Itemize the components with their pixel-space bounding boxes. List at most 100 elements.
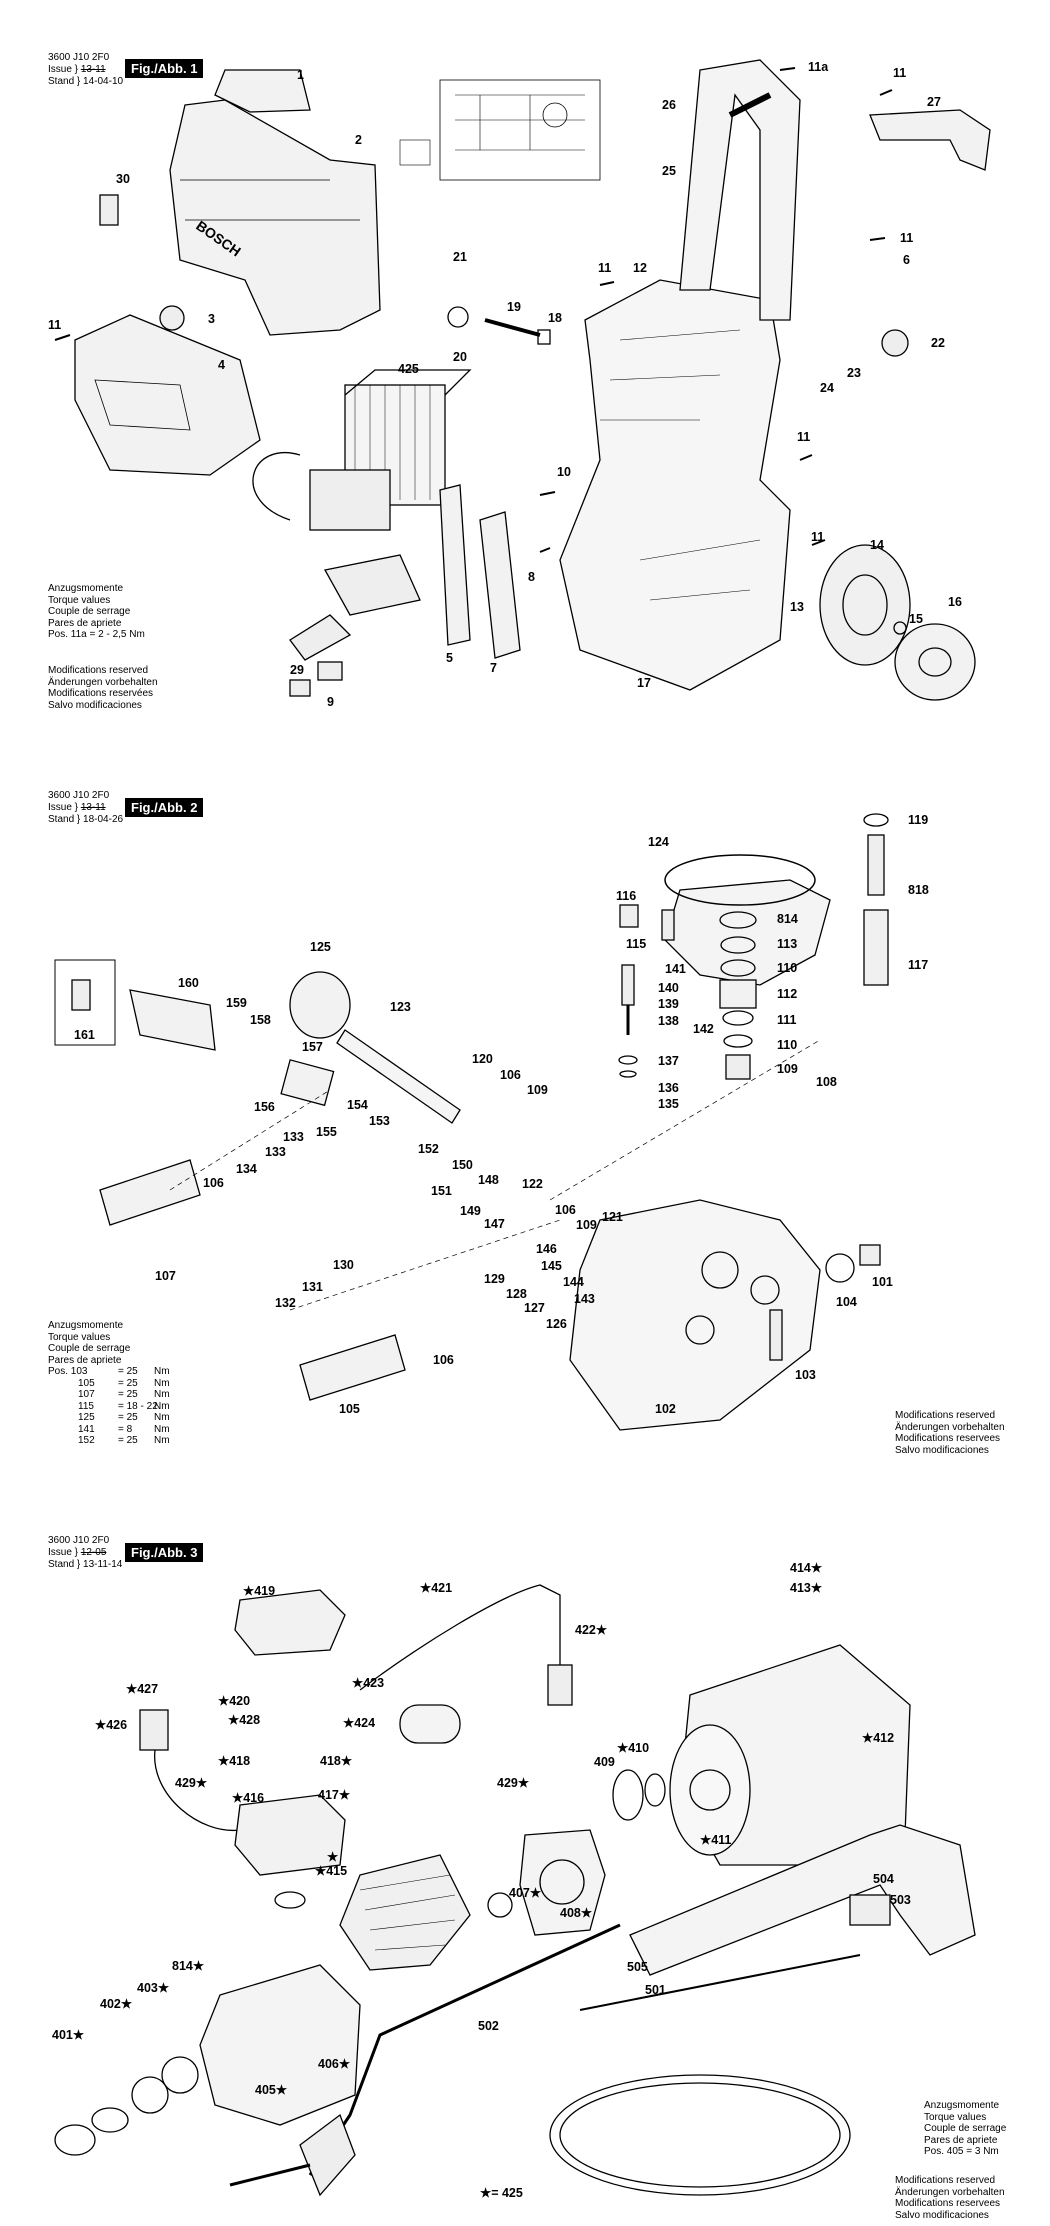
part-501-spray-gun bbox=[629, 1824, 976, 1976]
callout: ★412 bbox=[862, 1731, 895, 1745]
callout: 157 bbox=[302, 1040, 323, 1054]
callout: ★419 bbox=[243, 1584, 276, 1598]
callout: 130 bbox=[333, 1258, 354, 1272]
part-25-handle bbox=[679, 59, 801, 321]
callout: ★423 bbox=[352, 1676, 385, 1690]
callout: 503 bbox=[890, 1893, 911, 1907]
callout: 12 bbox=[633, 261, 647, 275]
callout: 8 bbox=[528, 570, 535, 584]
callout: 116 bbox=[616, 889, 637, 903]
callout: 119 bbox=[908, 813, 929, 827]
figure-3-torque-note: Anzugsmomente Torque values Couple de se… bbox=[924, 2100, 1007, 2157]
callout: 814★ bbox=[172, 1959, 205, 1973]
callout: 501 bbox=[645, 1983, 666, 1997]
callout: 505 bbox=[627, 1960, 648, 1974]
figure-2-header: 3600 J10 2F0 Issue } 13-11 Stand } 18-04… bbox=[48, 790, 124, 825]
figure-3-tag: Fig./Abb. 3 bbox=[125, 1543, 204, 1562]
callout: 26 bbox=[662, 98, 676, 112]
part-2-housing bbox=[169, 99, 381, 336]
callout: ★418 bbox=[218, 1754, 251, 1768]
callout: 159 bbox=[226, 996, 247, 1010]
part-12-frame bbox=[559, 279, 791, 691]
callout: 128 bbox=[506, 1287, 527, 1301]
callout: 417★ bbox=[318, 1788, 351, 1802]
callout: ★416 bbox=[232, 1791, 265, 1805]
callout: 504 bbox=[873, 1872, 894, 1886]
callout: 131 bbox=[302, 1280, 323, 1294]
callout: 137 bbox=[658, 1054, 679, 1068]
callout: 125 bbox=[310, 940, 331, 954]
callout: 418★ bbox=[320, 1754, 353, 1768]
callout: 110 bbox=[777, 1038, 798, 1052]
part-1-cover bbox=[214, 69, 311, 113]
figure-1-header: 3600 J10 2F0 Issue } 13-11 Stand } 14-04… bbox=[48, 52, 124, 87]
callout: 124 bbox=[648, 835, 669, 849]
callout: 109 bbox=[527, 1083, 548, 1097]
figure-1-panel: 3600 J10 2F0 Issue } 13-11 Stand } 14-04… bbox=[0, 0, 1050, 740]
callout: 152 bbox=[418, 1142, 439, 1156]
figure-2-tag: Fig./Abb. 2 bbox=[125, 798, 204, 817]
callout: 11 bbox=[797, 430, 811, 444]
callout: 115 bbox=[626, 937, 647, 951]
callout: 132 bbox=[275, 1296, 296, 1310]
callout: 408★ bbox=[560, 1906, 593, 1920]
callout: 27 bbox=[927, 95, 941, 109]
callout: 112 bbox=[777, 987, 798, 1001]
callout: 123 bbox=[390, 1000, 411, 1014]
callout: 150 bbox=[452, 1158, 473, 1172]
figure-1-drawing: BOSCH bbox=[54, 59, 991, 701]
callout: 29 bbox=[290, 663, 304, 677]
callout: 15 bbox=[909, 612, 923, 626]
callout: 106 bbox=[433, 1353, 454, 1367]
callout: 413★ bbox=[790, 1581, 823, 1595]
callout: 161 bbox=[74, 1028, 95, 1042]
callout: 117 bbox=[908, 958, 929, 972]
callout: 11 bbox=[893, 66, 907, 80]
figure-3-code: 3600 J10 2F0 bbox=[48, 1535, 110, 1546]
figure-3-header: 3600 J10 2F0 Issue } 12-05 Stand } 13-11… bbox=[48, 1535, 123, 1570]
callout: 1 bbox=[297, 68, 304, 82]
callout: 429★ bbox=[497, 1776, 530, 1790]
callout: 151 bbox=[431, 1184, 452, 1198]
callout: 109 bbox=[576, 1218, 597, 1232]
callout: 18 bbox=[548, 311, 562, 325]
callout: 134 bbox=[236, 1162, 257, 1176]
callout: 11 bbox=[900, 231, 914, 245]
callout: 133 bbox=[283, 1130, 304, 1144]
callout: 2 bbox=[355, 133, 362, 147]
callout: 111 bbox=[777, 1013, 797, 1027]
callout: 30 bbox=[116, 172, 130, 186]
callout: ★410 bbox=[617, 1741, 650, 1755]
callout: 110 bbox=[777, 961, 798, 975]
callout: 402★ bbox=[100, 1997, 133, 2011]
callout: 20 bbox=[453, 350, 467, 364]
part-14-wheel bbox=[819, 544, 911, 666]
stand-value: 14-04-10 bbox=[83, 76, 124, 87]
callout: ★ bbox=[327, 1850, 339, 1864]
callout: 10 bbox=[557, 465, 571, 479]
figure-2-torque-note: Anzugsmomente Torque values Couple de se… bbox=[48, 1320, 184, 1447]
callout: 160 bbox=[178, 976, 199, 990]
issue-value: 13-11 bbox=[80, 64, 106, 75]
callout: 126 bbox=[546, 1317, 567, 1331]
callout: 13 bbox=[790, 600, 804, 614]
callout: 11 bbox=[598, 261, 612, 275]
callout: 9 bbox=[327, 695, 334, 709]
callout: ★426 bbox=[95, 1718, 128, 1732]
callout: 106 bbox=[555, 1203, 576, 1217]
figure-2-modifications-note: Modifications reserved Änderungen vorbeh… bbox=[895, 1410, 1005, 1456]
callout: 136 bbox=[658, 1081, 679, 1095]
callout: 120 bbox=[472, 1052, 493, 1066]
wiring-schematic bbox=[439, 79, 601, 181]
callout: 155 bbox=[316, 1125, 337, 1139]
callout: 147 bbox=[484, 1217, 505, 1231]
callout: 140 bbox=[658, 981, 679, 995]
callout: 407★ bbox=[509, 1886, 542, 1900]
callout: 101 bbox=[872, 1275, 893, 1289]
